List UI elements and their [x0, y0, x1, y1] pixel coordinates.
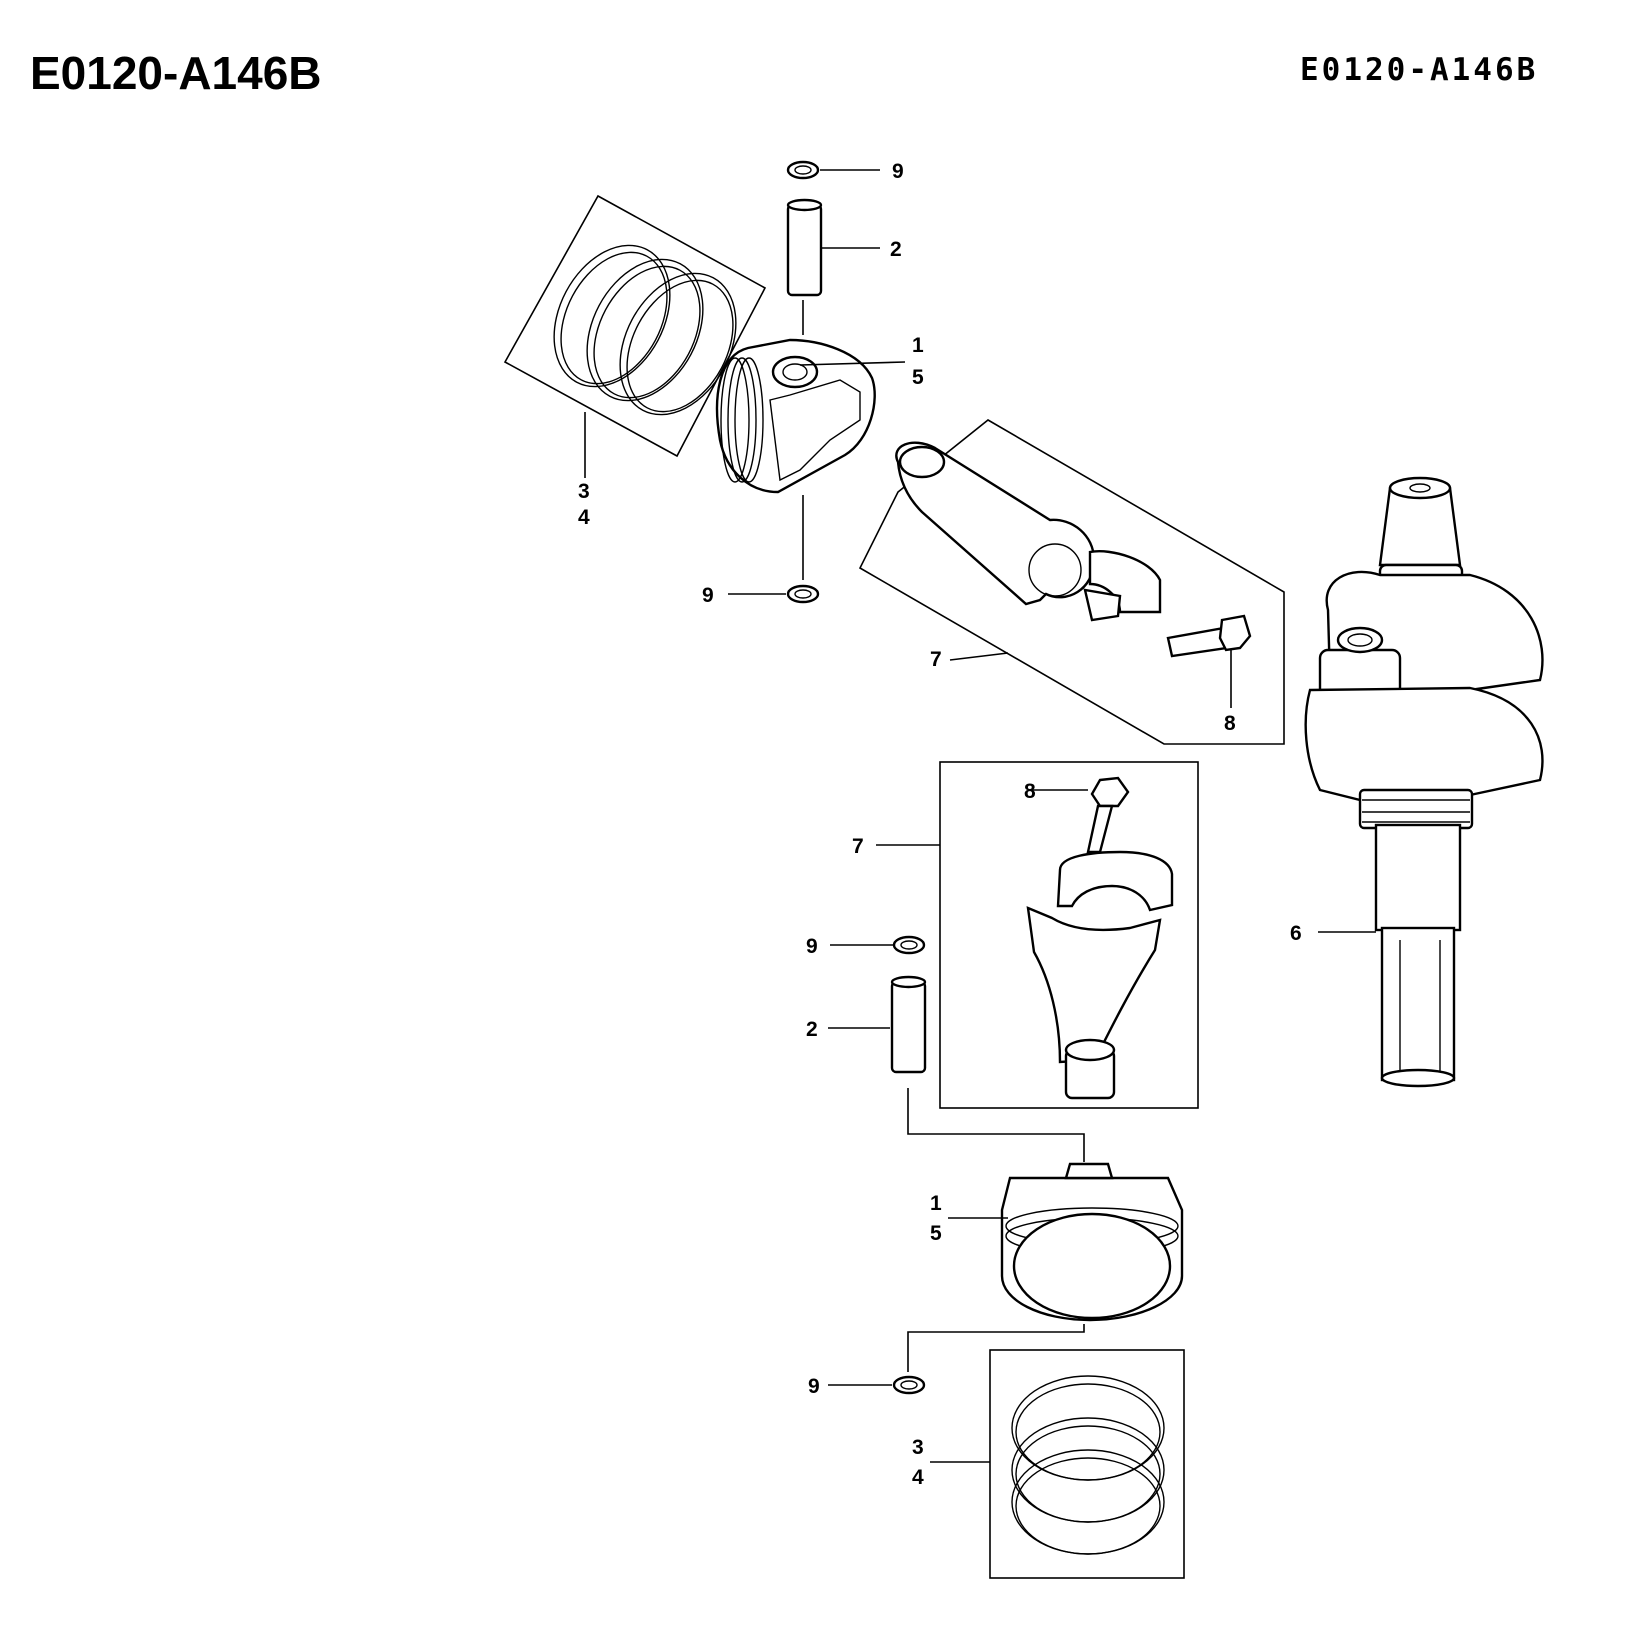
callout-piston-lower-a: 1 — [930, 1192, 942, 1215]
callout-circlip-lower-top: 9 — [806, 935, 818, 958]
piston-rings-lower[interactable] — [1011, 1375, 1165, 1555]
crankshaft[interactable] — [1304, 476, 1544, 1088]
callout-crankshaft: 6 — [1290, 922, 1302, 945]
callout-piston-upper-a: 1 — [912, 334, 924, 357]
conrod-lower-frame — [939, 761, 1199, 1109]
leader-line — [907, 1088, 1085, 1162]
callout-rings-upper-b: 4 — [578, 506, 590, 529]
diagram-title: E0120-A146B — [30, 47, 322, 99]
callout-circlip-lower-bottom: 9 — [808, 1375, 820, 1398]
callout-piston-lower-b: 5 — [930, 1222, 942, 1245]
circlip-lower-bottom[interactable] — [892, 1375, 926, 1395]
callout-circlip-upper-top: 9 — [892, 160, 904, 183]
leader-line — [907, 1324, 1085, 1372]
callout-rings-upper-a: 3 — [578, 480, 590, 503]
piston-pin-upper[interactable] — [786, 198, 823, 297]
callout-conrod-lower: 7 — [852, 835, 864, 858]
callout-bolt-upper: 8 — [1224, 712, 1236, 735]
callout-bolt-lower: 8 — [1024, 780, 1036, 803]
callout-rings-lower-a: 3 — [912, 1436, 924, 1459]
leader-line — [949, 652, 1009, 661]
piston-lower[interactable] — [1000, 1162, 1184, 1322]
callout-circlip-upper-bottom: 9 — [702, 584, 714, 607]
callout-piston-upper-b: 5 — [912, 366, 924, 389]
piston-pin-lower[interactable] — [890, 975, 927, 1074]
rings-lower-frame — [989, 1349, 1185, 1579]
piston-rings-upper[interactable] — [503, 194, 767, 458]
callout-conrod-upper: 7 — [930, 648, 942, 671]
diagram-code: E0120-A146B — [1300, 52, 1539, 88]
connecting-rod-lower[interactable] — [1026, 776, 1174, 1100]
connecting-rod-upper[interactable] — [858, 419, 1285, 745]
circlip-upper-bottom[interactable] — [786, 584, 820, 604]
callout-piston-pin-upper: 2 — [890, 238, 902, 261]
leader-line — [799, 361, 906, 366]
callout-piston-pin-lower: 2 — [806, 1018, 818, 1041]
callout-rings-lower-b: 4 — [912, 1466, 924, 1489]
circlip-upper-top[interactable] — [786, 160, 820, 180]
circlip-lower-top[interactable] — [892, 935, 926, 955]
